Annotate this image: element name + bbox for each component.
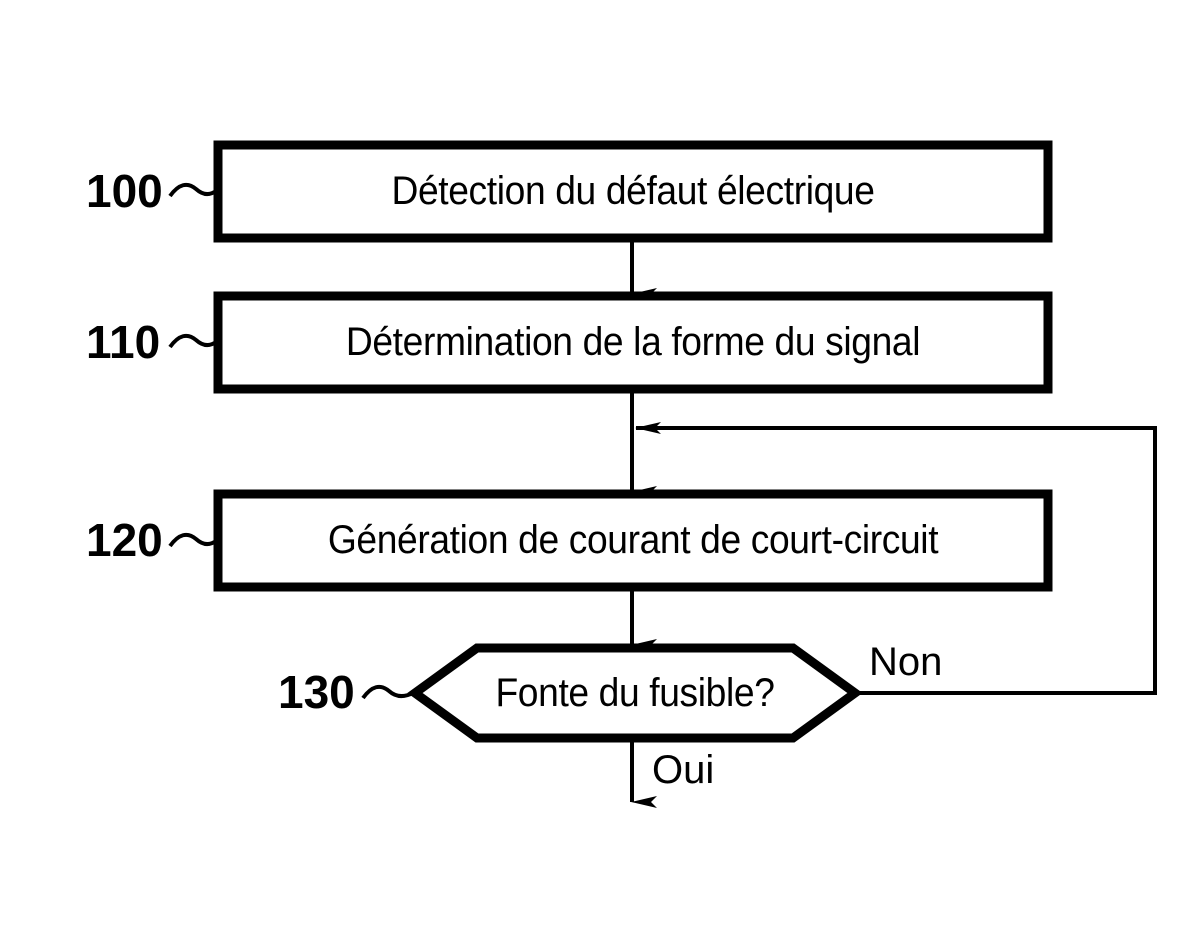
hexagon-130 [407, 643, 863, 743]
leader-line-100 [168, 182, 218, 198]
reference-numeral-110: 110 [86, 316, 161, 368]
box-100-label: Détection du défaut électrique [391, 169, 875, 213]
box-110-label: Détermination de la forme du signal [345, 320, 921, 364]
branch-label-non: Non [869, 640, 943, 684]
leader-line-110 [168, 333, 218, 349]
reference-numeral-100: 100 [86, 165, 163, 217]
box-120-label: Génération de courant de court-circuit [327, 518, 939, 562]
leader-line-130 [361, 684, 414, 700]
box-100 [213, 140, 1053, 243]
feedback-loop-non [635, 422, 1157, 695]
hexagon-130-label: Fonte du fusible? [495, 671, 775, 715]
reference-numeral-130: 130 [278, 666, 355, 718]
box-110 [213, 291, 1053, 394]
branch-label-oui: Oui [652, 748, 715, 792]
reference-numeral-120: 120 [86, 514, 163, 566]
leader-line-120 [168, 532, 218, 548]
